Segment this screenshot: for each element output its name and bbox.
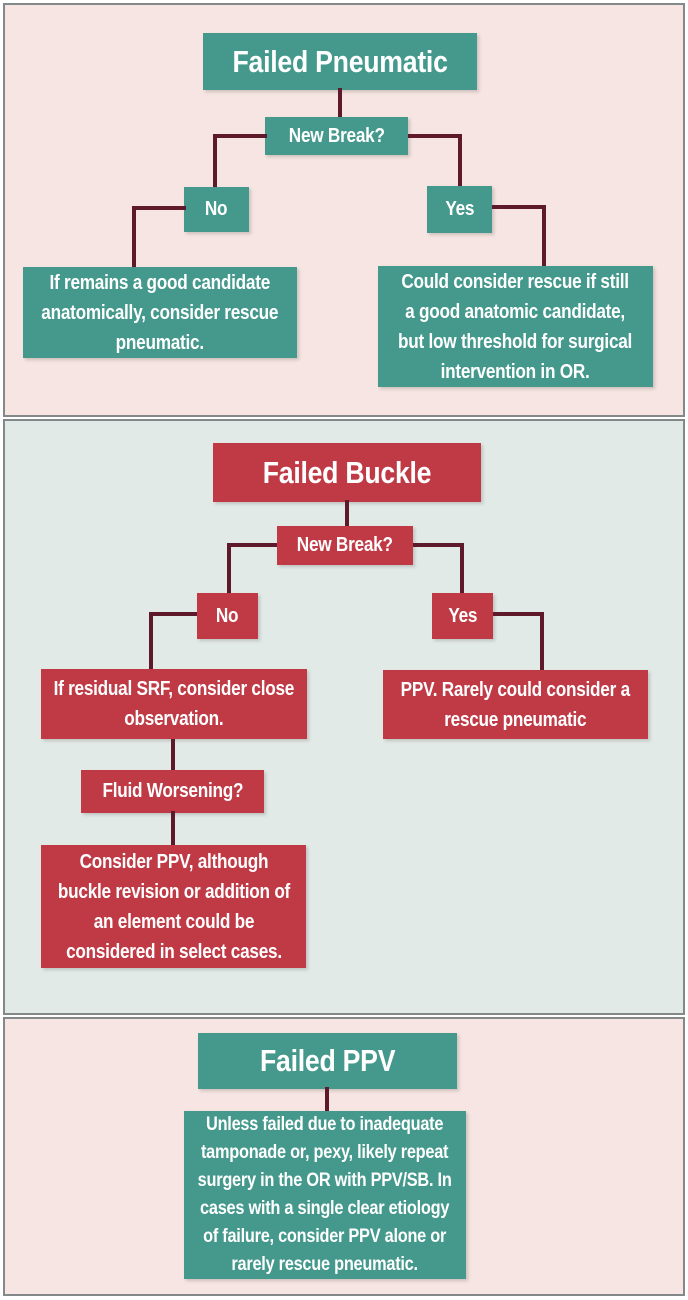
buckle-no-result-box: If residual SRF, consider close observat… bbox=[41, 669, 307, 739]
pneumatic-yes-label: Yes bbox=[445, 198, 474, 220]
pneumatic-no-result-box: If remains a good candidate anatomically… bbox=[23, 267, 297, 358]
pneumatic-no-result-text: If remains a good candidate anatomically… bbox=[41, 271, 279, 354]
buckle-yes-result-text: PPV. Rarely could consider a rescue pneu… bbox=[400, 678, 631, 731]
buckle-fluid-question-box: Fluid Worsening? bbox=[81, 770, 264, 813]
failed-ppv-title-box: Failed PPV bbox=[198, 1033, 457, 1089]
pneumatic-no-box: No bbox=[184, 187, 249, 232]
failed-pneumatic-title: Failed Pneumatic bbox=[232, 43, 448, 79]
connector-pneumatic-yes-exit-vertical bbox=[542, 205, 546, 268]
connector-ppv-title-to-result bbox=[325, 1087, 329, 1113]
panel-failed-buckle: Failed Buckle New Break? No If residual … bbox=[3, 419, 685, 1015]
connector-pneumatic-no-exit-vertical bbox=[132, 206, 136, 269]
buckle-no-box: No bbox=[197, 593, 258, 639]
failed-buckle-title-box: Failed Buckle bbox=[213, 443, 481, 502]
connector-buckle-yes-vertical bbox=[460, 543, 464, 595]
connector-buckle-fluid-to-consider bbox=[171, 811, 175, 847]
panel-failed-ppv: Failed PPV Unless failed due to inadequa… bbox=[3, 1017, 685, 1296]
pneumatic-yes-box: Yes bbox=[427, 186, 492, 233]
buckle-followup-result-box: Consider PPV, although buckle revision o… bbox=[41, 845, 306, 968]
buckle-yes-box: Yes bbox=[432, 593, 493, 639]
pneumatic-question-text: New Break? bbox=[288, 124, 385, 147]
connector-buckle-title-to-question bbox=[345, 500, 349, 528]
pneumatic-question-box: New Break? bbox=[265, 117, 408, 155]
pneumatic-yes-result-text: Could consider rescue if still a good an… bbox=[398, 270, 633, 383]
connector-pneumatic-yes-exit-horizontal bbox=[492, 205, 546, 209]
buckle-followup-result-text: Consider PPV, although buckle revision o… bbox=[57, 850, 290, 963]
connector-buckle-yes-exit-vertical bbox=[540, 612, 544, 672]
connector-buckle-yes-exit-horizontal bbox=[493, 612, 544, 616]
buckle-no-result-text: If residual SRF, consider close observat… bbox=[53, 678, 295, 730]
connector-buckle-no-exit-vertical bbox=[149, 612, 153, 671]
failed-ppv-title: Failed PPV bbox=[259, 1043, 396, 1078]
connector-buckle-yes-horizontal bbox=[413, 543, 464, 547]
buckle-question-text: New Break? bbox=[297, 534, 393, 556]
connector-pneumatic-yes-vertical bbox=[458, 134, 462, 188]
buckle-yes-result-box: PPV. Rarely could consider a rescue pneu… bbox=[383, 670, 648, 739]
pneumatic-no-label: No bbox=[205, 198, 228, 220]
buckle-no-label: No bbox=[216, 604, 239, 627]
connector-pneumatic-no-exit-horizontal bbox=[132, 206, 186, 210]
connector-buckle-no-horizontal bbox=[227, 543, 277, 547]
failed-buckle-title: Failed Buckle bbox=[262, 454, 432, 490]
connector-pneumatic-no-vertical bbox=[213, 134, 217, 189]
buckle-question-box: New Break? bbox=[277, 526, 413, 565]
panel-failed-pneumatic: Failed Pneumatic New Break? No If remain… bbox=[3, 3, 685, 417]
pneumatic-yes-result-box: Could consider rescue if still a good an… bbox=[378, 266, 653, 387]
connector-buckle-no-vertical bbox=[227, 543, 231, 595]
buckle-yes-label: Yes bbox=[448, 604, 477, 627]
buckle-fluid-question-text: Fluid Worsening? bbox=[102, 780, 243, 802]
connector-buckle-result-to-fluid bbox=[171, 739, 175, 772]
ppv-result-text: Unless failed due to inadequate tamponad… bbox=[198, 1114, 452, 1275]
connector-pneumatic-title-to-question bbox=[338, 88, 342, 119]
connector-pneumatic-no-horizontal bbox=[213, 134, 267, 138]
ppv-result-box: Unless failed due to inadequate tamponad… bbox=[184, 1111, 466, 1279]
connector-pneumatic-yes-horizontal bbox=[408, 134, 462, 138]
failed-pneumatic-title-box: Failed Pneumatic bbox=[203, 33, 477, 90]
connector-buckle-no-exit-horizontal bbox=[149, 612, 197, 616]
